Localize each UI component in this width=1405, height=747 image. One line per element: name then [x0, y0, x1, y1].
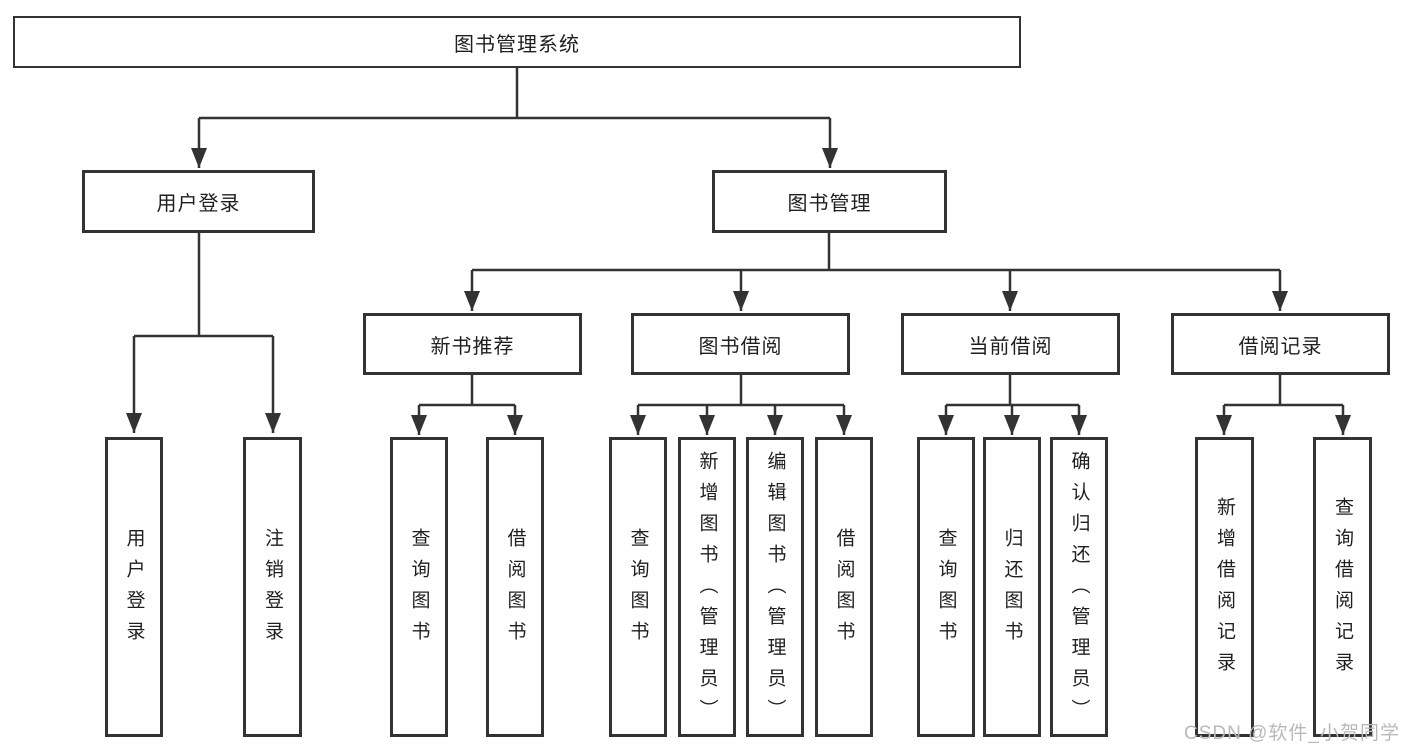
csdn-watermark: CSDN @软件_小贺同学: [1184, 723, 1400, 744]
node-leaf-user-login: 用户登录: [105, 437, 163, 737]
node-system-root: 图书管理系统: [13, 16, 1021, 68]
node-leaf-borrow-books-1: 借阅图书: [486, 437, 544, 737]
node-leaf-query-books-1: 查询图书: [390, 437, 448, 737]
node-leaf-logout: 注销登录: [243, 437, 302, 737]
node-leaf-borrow-books-2: 借阅图书: [815, 437, 873, 737]
node-borrowing-records: 借阅记录: [1171, 313, 1390, 375]
node-leaf-add-borrow-record: 新增借阅记录: [1195, 437, 1254, 737]
node-leaf-edit-books-admin: 编辑图书（管理员）: [746, 437, 804, 737]
node-book-borrowing: 图书借阅: [631, 313, 850, 375]
node-current-borrowing: 当前借阅: [901, 313, 1120, 375]
node-leaf-query-books-2: 查询图书: [609, 437, 667, 737]
node-leaf-return-books: 归还图书: [983, 437, 1041, 737]
node-leaf-confirm-return-admin: 确认归还（管理员）: [1050, 437, 1108, 737]
node-leaf-add-books-admin: 新增图书（管理员）: [678, 437, 736, 737]
node-book-management-branch: 图书管理: [712, 170, 947, 233]
node-leaf-query-borrow-record: 查询借阅记录: [1313, 437, 1372, 737]
node-user-login-branch: 用户登录: [82, 170, 315, 233]
node-new-book-recommend: 新书推荐: [363, 313, 582, 375]
node-leaf-query-books-3: 查询图书: [917, 437, 975, 737]
